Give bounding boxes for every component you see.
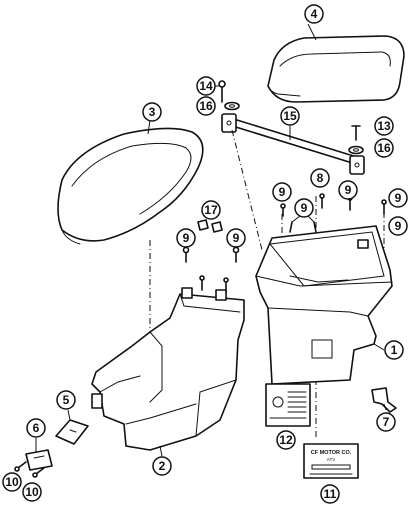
callout-9-g: 9 xyxy=(226,228,246,248)
callout-9-a: 9 xyxy=(272,182,292,202)
clip-part-17 xyxy=(197,219,223,233)
svg-text:14: 14 xyxy=(199,79,213,93)
callout-17-text: 17 xyxy=(204,203,218,217)
svg-text:12: 12 xyxy=(279,433,293,447)
svg-text:7: 7 xyxy=(383,415,390,429)
svg-text:10: 10 xyxy=(5,475,19,489)
callout-9-e: 9 xyxy=(388,216,408,236)
svg-text:9: 9 xyxy=(345,183,352,197)
bracket-part-5 xyxy=(55,419,89,445)
callout-9-b: 9 xyxy=(338,180,358,200)
svg-text:4: 4 xyxy=(311,7,318,21)
svg-text:6: 6 xyxy=(33,421,40,435)
bracket-part-7 xyxy=(371,387,397,413)
warning-label-part xyxy=(265,383,311,427)
svg-text:9: 9 xyxy=(233,231,240,245)
callout-10-b: 10 xyxy=(22,482,42,502)
svg-text:8: 8 xyxy=(317,171,324,185)
pin-part xyxy=(218,80,226,103)
bracket-part-6 xyxy=(25,449,53,471)
callout-2: 2 xyxy=(152,456,172,476)
callout-10-a: 10 xyxy=(2,472,22,492)
callout-1: 1 xyxy=(384,340,404,360)
svg-text:1: 1 xyxy=(391,343,398,357)
bolt-part-13 xyxy=(351,125,361,141)
svg-text:9: 9 xyxy=(395,219,402,233)
svg-text:9: 9 xyxy=(279,185,286,199)
svg-text:9: 9 xyxy=(395,191,402,205)
plate-line-2: ATV xyxy=(327,457,335,462)
callout-12: 12 xyxy=(276,430,296,450)
callout-6: 6 xyxy=(26,418,46,438)
svg-text:9: 9 xyxy=(183,231,190,245)
screw-group-front xyxy=(182,246,240,293)
rear-box-part xyxy=(255,225,393,385)
callout-8: 8 xyxy=(310,168,330,188)
front-housing-part xyxy=(91,287,245,451)
callout-3: 3 xyxy=(142,102,162,122)
bracket-bar-part xyxy=(221,113,365,175)
callout-9-f: 9 xyxy=(176,228,196,248)
svg-text:15: 15 xyxy=(283,109,297,123)
svg-text:16: 16 xyxy=(377,141,391,155)
callout-13: 13 xyxy=(374,116,394,136)
callout-14: 14 xyxy=(196,76,216,96)
callout-9-c: 9 xyxy=(388,188,408,208)
callout-7: 7 xyxy=(376,412,396,432)
callout-16-left: 16 xyxy=(196,96,216,116)
callout-9-d: 9 xyxy=(294,198,314,218)
svg-text:10: 10 xyxy=(25,485,39,499)
callout-17: 17 xyxy=(201,200,221,220)
svg-text:11: 11 xyxy=(324,487,337,501)
rear-seat-part xyxy=(267,35,405,103)
screw-group-10 xyxy=(14,461,45,478)
svg-text:13: 13 xyxy=(377,119,391,133)
washer-part-left xyxy=(224,101,240,111)
callout-15: 15 xyxy=(280,106,300,126)
callout-16-right: 16 xyxy=(374,138,394,158)
callout-4: 4 xyxy=(304,4,324,24)
svg-text:2: 2 xyxy=(159,459,166,473)
callout-5: 5 xyxy=(56,390,76,410)
svg-text:3: 3 xyxy=(149,105,156,119)
front-seat-part xyxy=(57,127,204,245)
svg-text:9: 9 xyxy=(301,201,308,215)
svg-text:5: 5 xyxy=(63,393,70,407)
plate-line-1: CF MOTOR CO. xyxy=(311,450,352,456)
washer-part-right xyxy=(348,145,364,155)
id-plate-part: CF MOTOR CO. ATV xyxy=(303,443,359,479)
svg-text:16: 16 xyxy=(199,99,213,113)
callout-11: 11 xyxy=(320,484,340,504)
